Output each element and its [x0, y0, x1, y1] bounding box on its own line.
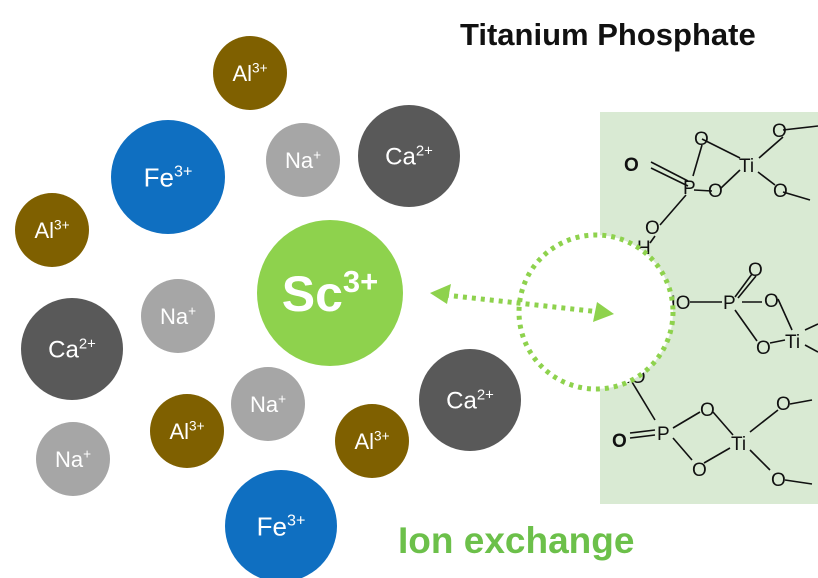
atom-o: O [624, 155, 639, 176]
ion-element: Ca [446, 388, 477, 415]
ion-label: Al3+ [354, 429, 389, 454]
ion-charge: + [313, 148, 321, 163]
ion-circle [419, 349, 521, 451]
ion-label: Fe3+ [257, 511, 306, 541]
ion-al-4: Al3+ [335, 404, 409, 478]
ion-al-2: Al3+ [15, 193, 89, 267]
diagram-title: Titanium Phosphate [460, 17, 756, 52]
atom-o: O [756, 338, 771, 359]
ion-na-4: Na+ [36, 422, 110, 496]
ion-circle [358, 105, 460, 207]
ion-element: Na [250, 392, 279, 417]
titanium-phosphate-structure [629, 125, 818, 485]
ion-sc: Sc3+ [257, 220, 403, 366]
ion-charge: + [188, 304, 196, 319]
ion-circle [266, 123, 340, 197]
ion-label: Sc3+ [282, 264, 379, 322]
atom-o: O [764, 291, 779, 312]
ion-label: Al3+ [232, 61, 267, 86]
ion-label: Na+ [250, 392, 286, 417]
ion-circle [141, 279, 215, 353]
atom-o: O [771, 470, 786, 491]
atom-ti: Ti [731, 434, 746, 455]
ion-na-1: Na+ [266, 123, 340, 197]
ion-circle [231, 367, 305, 441]
ion-exchange-caption: Ion exchange [398, 520, 634, 561]
ion-charge: 2+ [477, 388, 494, 404]
ion-charge: 3+ [252, 61, 268, 76]
ion-element: Sc [282, 266, 343, 322]
ion-element: Na [285, 148, 314, 173]
ion-ca-1: Ca2+ [358, 105, 460, 207]
ion-charge: + [278, 392, 286, 407]
atom-o: O [692, 460, 707, 481]
ion-element: Al [232, 61, 252, 86]
ion-label: Na+ [285, 148, 321, 173]
ion-al-3: Al3+ [150, 394, 224, 468]
ion-element: Na [160, 304, 189, 329]
ion-na-3: Na+ [231, 367, 305, 441]
ion-label: Na+ [55, 447, 91, 472]
ion-label: Ca2+ [446, 388, 494, 415]
atom-ti: Ti [739, 156, 754, 177]
ion-charge: + [83, 447, 91, 462]
ion-circle [36, 422, 110, 496]
atom-o: O [694, 129, 709, 150]
ion-element: Fe [144, 162, 174, 192]
ion-element: Ca [48, 337, 79, 364]
ion-charge: 3+ [54, 218, 70, 233]
atom-o: O [772, 121, 787, 142]
ion-circle [213, 36, 287, 110]
atom-o: O [612, 431, 627, 452]
atom-p: P [657, 424, 670, 445]
atom-o: O [708, 181, 723, 202]
ion-fe-2: Fe3+ [225, 470, 337, 578]
ion-charge: 3+ [374, 429, 390, 444]
atom-o: O [700, 400, 715, 421]
ion-circle [225, 470, 337, 578]
ion-element: Ca [385, 144, 416, 171]
atom-ti: Ti [785, 332, 800, 353]
ion-element: Al [169, 419, 189, 444]
ion-label: Na+ [160, 304, 196, 329]
atom-o: O [645, 218, 660, 239]
ion-circle [15, 193, 89, 267]
ion-charge: 3+ [343, 264, 378, 299]
ion-circle [21, 298, 123, 400]
ion-circle [150, 394, 224, 468]
ion-circle [111, 120, 225, 234]
ion-na-2: Na+ [141, 279, 215, 353]
ion-charge: 3+ [287, 511, 305, 529]
ion-fe-1: Fe3+ [111, 120, 225, 234]
ion-label: Fe3+ [144, 162, 193, 192]
ion-circle [257, 220, 403, 366]
ion-ca-2: Ca2+ [21, 298, 123, 400]
ion-ca-3: Ca2+ [419, 349, 521, 451]
ion-circle [335, 404, 409, 478]
ion-al-1: Al3+ [213, 36, 287, 110]
ion-element: Al [354, 429, 374, 454]
ion-element: Fe [257, 511, 287, 541]
atom-o: O [773, 181, 788, 202]
ion-cloud: Al3+Fe3+Na+Ca2+Al3+Sc3+Na+Ca2+Na+Ca2+Al3… [15, 36, 521, 578]
exchange-arrow [430, 284, 614, 322]
atom-p: P [683, 178, 696, 199]
ion-charge: 3+ [189, 419, 205, 434]
ion-label: Al3+ [34, 218, 69, 243]
ion-element: Al [34, 218, 54, 243]
atom-o: O [776, 394, 791, 415]
ion-element: Na [55, 447, 84, 472]
ion-label: Al3+ [169, 419, 204, 444]
ion-charge: 2+ [416, 144, 433, 160]
atom-p: P [723, 293, 736, 314]
ion-label: Ca2+ [48, 337, 96, 364]
ion-label: Ca2+ [385, 144, 433, 171]
ion-charge: 2+ [79, 337, 96, 353]
atom-o: O [748, 260, 763, 281]
ion-charge: 3+ [174, 162, 192, 180]
